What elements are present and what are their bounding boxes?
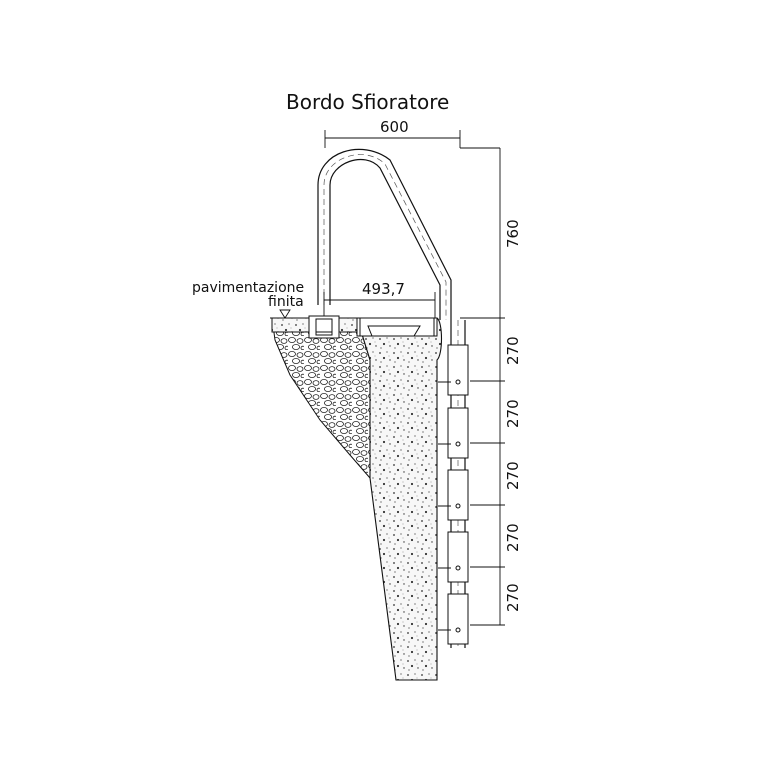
dimension-chain-vertical — [460, 148, 505, 626]
dimension-height-760: 760 — [504, 219, 522, 248]
dimension-step-4: 270 — [504, 523, 522, 552]
dimension-width-label: 600 — [380, 118, 409, 136]
floor-label-line2: finita — [268, 294, 304, 310]
diagram-title: Bordo Sfioratore — [286, 90, 449, 114]
anchor-socket — [308, 315, 340, 339]
handrail — [317, 148, 452, 320]
dimension-reach-label: 493,7 — [362, 280, 405, 298]
floor-label-line1: pavimentazione — [192, 280, 304, 296]
floor-level-marker — [270, 309, 312, 319]
dimension-width-600 — [324, 130, 500, 149]
overflow-gutter — [356, 317, 438, 337]
step-clamps — [438, 344, 469, 645]
dimension-step-5: 270 — [504, 583, 522, 612]
gravel-subbase — [271, 317, 371, 480]
dimension-reach — [323, 292, 436, 318]
dimension-step-1: 270 — [504, 336, 522, 365]
dimension-step-3: 270 — [504, 461, 522, 490]
dimension-step-2: 270 — [504, 399, 522, 428]
concrete-wall — [356, 317, 443, 681]
